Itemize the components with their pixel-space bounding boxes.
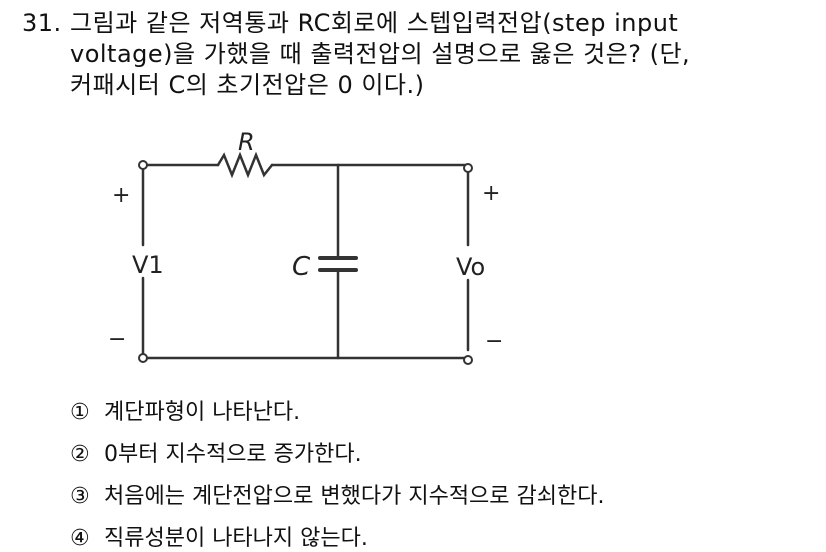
terminal-output-minus — [463, 355, 473, 365]
option-marker: ④ — [70, 526, 90, 551]
option-marker: ② — [70, 442, 90, 467]
resistor-label: R — [238, 128, 255, 156]
question-line-3: 커패시터 C의 초기전압은 0 이다.) — [70, 71, 425, 99]
option-1[interactable]: ① 계단파형이 나타난다. — [70, 394, 300, 426]
input-plus-sign: + — [112, 183, 130, 208]
terminal-input-minus — [138, 353, 148, 363]
terminal-input-plus — [138, 160, 148, 170]
resistor-icon — [216, 151, 274, 179]
option-text: 계단파형이 나타난다. — [104, 400, 301, 425]
option-marker: ① — [70, 400, 90, 425]
output-voltage-label: Vo — [456, 253, 485, 281]
rc-circuit-diagram: R C V1 Vo + − + − — [108, 128, 503, 365]
option-4[interactable]: ④ 직류성분이 나타나지 않는다. — [70, 520, 368, 552]
option-text: 0부터 지수적으로 증가한다. — [104, 442, 362, 467]
output-plus-sign: + — [482, 181, 500, 206]
option-text: 처음에는 계단전압으로 변했다가 지수적으로 감쇠한다. — [104, 484, 605, 509]
input-voltage-label: V1 — [132, 251, 164, 279]
option-3[interactable]: ③ 처음에는 계단전압으로 변했다가 지수적으로 감쇠한다. — [70, 478, 605, 510]
input-minus-sign: − — [108, 327, 126, 352]
output-minus-sign: − — [485, 329, 503, 354]
option-2[interactable]: ② 0부터 지수적으로 증가한다. — [70, 436, 362, 468]
option-text: 직류성분이 나타나지 않는다. — [104, 526, 368, 551]
option-marker: ③ — [70, 484, 90, 509]
capacitor-label: C — [292, 252, 311, 282]
question-line-1: 그림과 같은 저역통과 RC회로에 스텝입력전압(step input — [70, 9, 679, 37]
question-line-2: voltage)을 가했을 때 출력전압의 설명으로 옳은 것은? (단, — [70, 40, 691, 68]
question-number: 31. — [22, 9, 62, 37]
terminal-output-plus — [463, 163, 473, 173]
